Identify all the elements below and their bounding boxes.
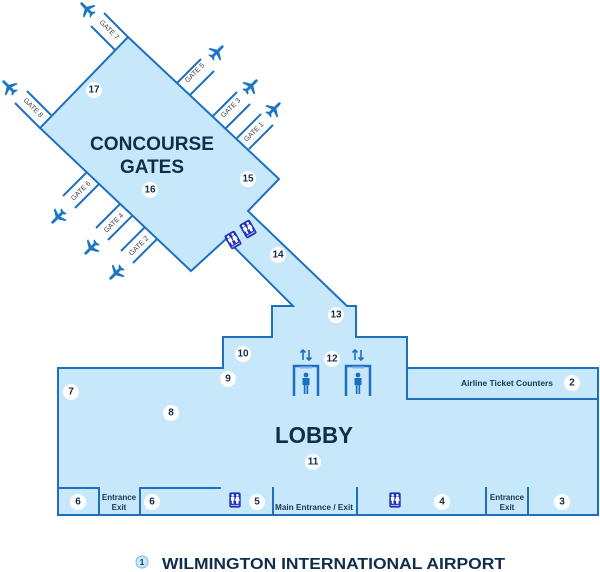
- svg-text:15: 15: [242, 174, 254, 185]
- svg-text:14: 14: [272, 250, 284, 261]
- svg-text:11: 11: [308, 457, 319, 468]
- legend-marker-1: [135, 555, 149, 569]
- gate-3-jetway: [212, 91, 251, 129]
- gate-6-label: GATE 6: [70, 180, 92, 202]
- svg-text:12: 12: [326, 354, 338, 365]
- gate-8-jetway: [14, 90, 52, 129]
- gate-7-jetway: [90, 12, 129, 51]
- svg-text:4: 4: [439, 497, 445, 508]
- svg-text:3: 3: [559, 497, 565, 508]
- svg-text:6: 6: [75, 497, 81, 508]
- legend-marker-number: 1: [140, 558, 145, 567]
- airplane-icon: [0, 74, 21, 99]
- marker-13[interactable]: 13: [328, 307, 344, 323]
- gate-6-jetway: [62, 171, 100, 209]
- marker-10[interactable]: 10: [235, 346, 251, 362]
- airplane-icon: [239, 73, 264, 98]
- marker-7[interactable]: 7: [63, 384, 79, 400]
- gate-5[interactable]: GATE 5: [176, 39, 230, 96]
- restroom-icon[interactable]: [389, 492, 401, 508]
- room-6-left: [58, 487, 100, 515]
- marker-3[interactable]: 3: [554, 494, 570, 510]
- marker-6[interactable]: 6: [144, 494, 160, 510]
- gate-8[interactable]: GATE 8: [0, 74, 52, 129]
- west-entrance-label: Entrance: [102, 493, 137, 502]
- gate-7[interactable]: GATE 7: [74, 0, 129, 51]
- airline-ticket-counters-label: Airline Ticket Counters: [461, 379, 554, 388]
- gate-6[interactable]: GATE 6: [45, 171, 100, 230]
- gate-2-label: GATE 2: [128, 235, 150, 257]
- marker-2[interactable]: 2: [564, 375, 580, 391]
- ticket-counter-area: [406, 368, 598, 400]
- concourse-gates-title-line2: GATES: [120, 157, 184, 178]
- airplane-icon: [205, 39, 230, 64]
- map-title: 1 WILMINGTON INTERNATIONAL AIRPORT: [135, 555, 505, 572]
- terminal-building-outline: [38, 35, 599, 516]
- svg-text:6: 6: [149, 497, 155, 508]
- east-exit-label: Exit: [500, 503, 515, 512]
- gate-5-jetway: [176, 58, 215, 96]
- svg-text:16: 16: [144, 185, 156, 196]
- marker-16[interactable]: 16: [142, 182, 158, 198]
- gate-4-label: GATE 4: [103, 212, 125, 234]
- marker-11[interactable]: 11: [305, 454, 321, 470]
- airplane-icon: [103, 261, 128, 286]
- gate-4-jetway: [95, 203, 133, 241]
- marker-17[interactable]: 17: [86, 82, 102, 98]
- gate-1-jetway: [236, 113, 274, 150]
- svg-text:5: 5: [254, 497, 260, 508]
- marker-12[interactable]: 12: [324, 351, 340, 367]
- gate-1-label: GATE 1: [243, 121, 265, 143]
- main-entrance-exit-label: Main Entrance / Exit: [275, 503, 353, 512]
- concourse-gates-title: CONCOURSE: [90, 134, 214, 155]
- east-entrance-label: Entrance: [490, 493, 525, 502]
- gate-8-label: GATE 8: [22, 97, 44, 119]
- marker-5[interactable]: 5: [249, 494, 265, 510]
- marker-8[interactable]: 8: [163, 405, 179, 421]
- airplane-icon: [262, 96, 287, 121]
- gate-1[interactable]: GATE 1: [236, 96, 287, 150]
- svg-text:7: 7: [68, 387, 74, 398]
- gate-2-jetway: [120, 226, 158, 264]
- svg-text:17: 17: [88, 85, 100, 96]
- marker-9[interactable]: 9: [220, 371, 236, 387]
- main-entrance-doorway: [272, 487, 358, 515]
- west-exit-label: Exit: [112, 503, 127, 512]
- svg-text:9: 9: [225, 374, 231, 385]
- marker-14[interactable]: 14: [270, 247, 286, 263]
- marker-4[interactable]: 4: [434, 494, 450, 510]
- gate-7-label: GATE 7: [98, 19, 120, 41]
- airplane-icon: [74, 0, 99, 21]
- room-6-right: [139, 487, 221, 515]
- marker-6[interactable]: 6: [70, 494, 86, 510]
- airport-name: WILMINGTON INTERNATIONAL AIRPORT: [162, 556, 505, 572]
- east-entrance-doorway: [485, 487, 529, 515]
- restroom-icon[interactable]: [229, 492, 241, 508]
- gate-4[interactable]: GATE 4: [78, 203, 133, 261]
- svg-text:13: 13: [330, 310, 342, 321]
- svg-text:8: 8: [168, 408, 174, 419]
- airplane-icon: [45, 205, 70, 230]
- svg-text:2: 2: [569, 378, 575, 389]
- marker-15[interactable]: 15: [240, 171, 256, 187]
- airplane-icon: [78, 236, 103, 261]
- svg-text:10: 10: [237, 349, 249, 360]
- lobby-title: LOBBY: [275, 422, 353, 448]
